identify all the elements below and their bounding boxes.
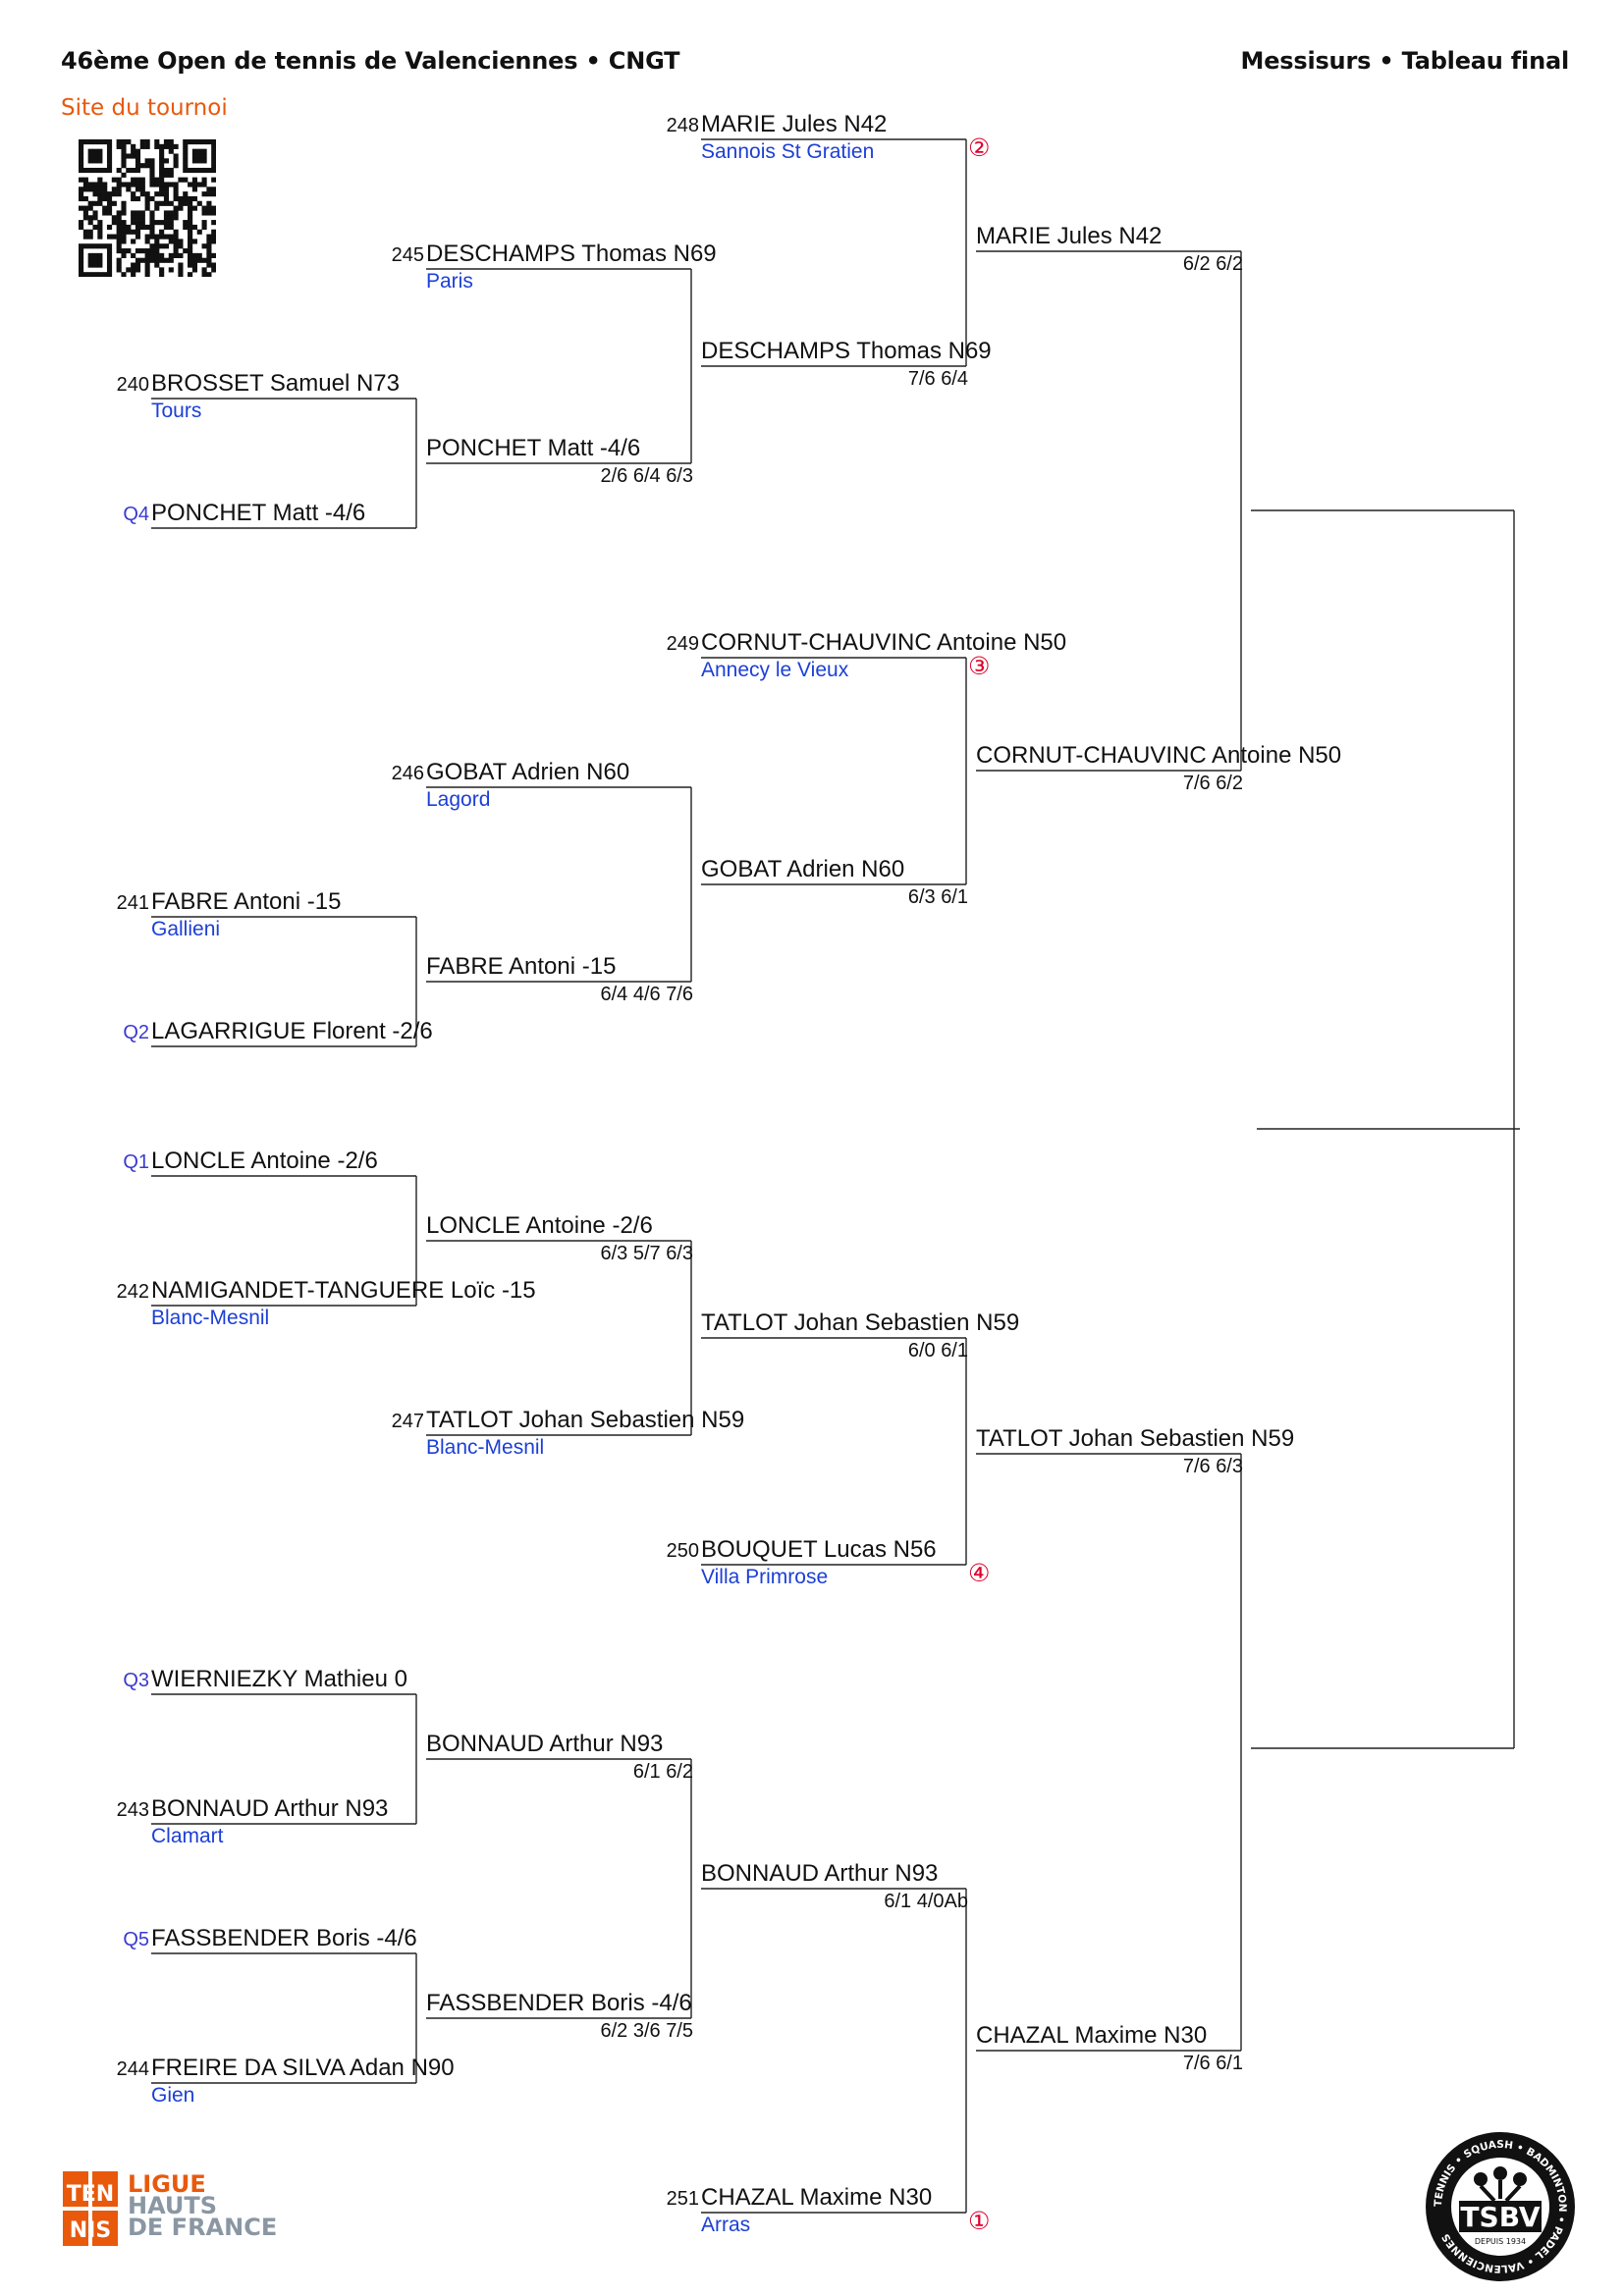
player-seed: 250 xyxy=(666,1540,699,1562)
player-club: Villa Primrose xyxy=(701,1566,829,1588)
player-seed: 240 xyxy=(116,374,149,396)
tsbv-name: TSBV xyxy=(1460,2201,1540,2233)
player-name[interactable]: LAGARRIGUE Florent -2/6 xyxy=(151,1018,433,1044)
tsbv-club-logo: TENNIS • SQUASH • BADMINTON • PADEL • VA… xyxy=(1426,2132,1575,2281)
player-name[interactable]: WIERNIEZKY Mathieu 0 xyxy=(151,1666,407,1692)
tournament-site-link[interactable]: Site du tournoi xyxy=(61,95,228,121)
match-score: 6/3 5/7 6/3 xyxy=(600,1243,693,1264)
qr-code-icon[interactable] xyxy=(79,139,216,277)
shuttle-icon xyxy=(1474,2166,1527,2203)
match-score: 6/4 4/6 7/6 xyxy=(600,984,693,1005)
ligue-name: LIGUE HAUTS DE FRANCE xyxy=(128,2170,278,2241)
ligue-line-2: HAUTS xyxy=(128,2192,218,2219)
player-seed: Q3 xyxy=(123,1670,149,1691)
ligue-line-3: DE FRANCE xyxy=(128,2214,278,2241)
player-club: Gallieni xyxy=(151,918,221,940)
player-club: Annecy le Vieux xyxy=(701,659,849,681)
player-seed: 245 xyxy=(391,244,424,266)
player-club: Paris xyxy=(426,270,473,293)
match-score: 6/2 6/2 xyxy=(1182,253,1243,275)
match-winner[interactable]: LONCLE Antoine -2/6 xyxy=(426,1212,653,1239)
match-score: 7/6 6/2 xyxy=(1182,773,1243,794)
match-score: 6/1 6/2 xyxy=(632,1761,693,1783)
player-name[interactable]: PONCHET Matt -4/6 xyxy=(151,500,366,526)
player-name[interactable]: FASSBENDER Boris -4/6 xyxy=(151,1925,417,1951)
player-name[interactable]: LONCLE Antoine -2/6 xyxy=(151,1148,378,1174)
player-name[interactable]: NAMIGANDET-TANGUERE Loïc -15 xyxy=(151,1277,536,1304)
ligue-line-1: LIGUE xyxy=(128,2170,206,2198)
match-score: 2/6 6/4 6/3 xyxy=(600,465,693,487)
match-winner[interactable]: CHAZAL Maxime N30 xyxy=(976,2022,1208,2049)
match-winner[interactable]: BONNAUD Arthur N93 xyxy=(426,1731,664,1757)
head-seed-mark: ④ xyxy=(968,1559,991,1587)
match-score: 6/3 6/1 xyxy=(907,886,968,908)
match-score: 7/6 6/1 xyxy=(1182,2053,1243,2074)
player-club: Blanc-Mesnil xyxy=(151,1307,270,1329)
match-score: 7/6 6/4 xyxy=(907,368,968,390)
player-club: Tours xyxy=(151,400,202,422)
player-seed: Q1 xyxy=(123,1151,149,1173)
ligue-logo-bottom: NIS xyxy=(70,2218,111,2243)
player-seed: 248 xyxy=(666,115,699,136)
match-winner[interactable]: FASSBENDER Boris -4/6 xyxy=(426,1990,692,2016)
player-seed: 243 xyxy=(116,1799,149,1821)
player-name[interactable]: BROSSET Samuel N73 xyxy=(151,370,400,397)
player-name[interactable]: BOUQUET Lucas N56 xyxy=(701,1536,937,1563)
head-seed-mark: ② xyxy=(968,133,991,162)
player-seed: 247 xyxy=(391,1411,424,1432)
player-seed: 246 xyxy=(391,763,424,784)
match-winner[interactable]: GOBAT Adrien N60 xyxy=(701,856,905,882)
player-seed: Q4 xyxy=(123,504,149,525)
player-club: Clamart xyxy=(151,1825,224,1847)
player-name[interactable]: DESCHAMPS Thomas N69 xyxy=(426,240,717,267)
player-seed: 241 xyxy=(116,892,149,914)
match-winner[interactable]: CORNUT-CHAUVINC Antoine N50 xyxy=(976,742,1342,769)
match-score: 7/6 6/3 xyxy=(1182,1456,1243,1477)
player-club: Arras xyxy=(701,2214,751,2236)
match-winner[interactable]: PONCHET Matt -4/6 xyxy=(426,435,641,461)
tournament-title: 46ème Open de tennis de Valenciennes • C… xyxy=(61,47,680,75)
head-seed-mark: ③ xyxy=(968,652,991,680)
player-name[interactable]: CORNUT-CHAUVINC Antoine N50 xyxy=(701,629,1067,656)
player-club: Blanc-Mesnil xyxy=(426,1436,545,1459)
player-seed: Q5 xyxy=(123,1929,149,1950)
draw-title: Messisurs • Tableau final xyxy=(1240,47,1570,75)
player-name[interactable]: FABRE Antoni -15 xyxy=(151,888,342,915)
ligue-logo-top: TEN xyxy=(67,2182,114,2207)
player-name[interactable]: FREIRE DA SILVA Adan N90 xyxy=(151,2055,455,2081)
player-seed: 249 xyxy=(666,633,699,655)
match-winner[interactable]: TATLOT Johan Sebastien N59 xyxy=(701,1309,1020,1336)
tsbv-since: DEPUIS 1934 xyxy=(1475,2237,1526,2246)
ligue-tennis-logo: TEN NIS xyxy=(63,2171,118,2246)
player-name[interactable]: MARIE Jules N42 xyxy=(701,111,888,137)
match-score: 6/2 3/6 7/5 xyxy=(600,2020,693,2042)
match-winner[interactable]: TATLOT Johan Sebastien N59 xyxy=(976,1425,1295,1452)
match-winner[interactable]: DESCHAMPS Thomas N69 xyxy=(701,338,992,364)
player-club: Sannois St Gratien xyxy=(701,140,875,163)
player-name[interactable]: TATLOT Johan Sebastien N59 xyxy=(426,1407,745,1433)
player-seed: 251 xyxy=(666,2188,699,2210)
match-score: 6/0 6/1 xyxy=(907,1340,968,1362)
match-winner[interactable]: MARIE Jules N42 xyxy=(976,223,1163,249)
player-club: Lagord xyxy=(426,788,491,811)
player-seed: 244 xyxy=(116,2058,149,2080)
match-winner[interactable]: BONNAUD Arthur N93 xyxy=(701,1860,939,1887)
player-name[interactable]: CHAZAL Maxime N30 xyxy=(701,2184,933,2211)
match-winner[interactable]: FABRE Antoni -15 xyxy=(426,953,617,980)
player-seed: Q2 xyxy=(123,1022,149,1043)
head-seed-mark: ① xyxy=(968,2207,991,2235)
player-name[interactable]: BONNAUD Arthur N93 xyxy=(151,1795,389,1822)
player-club: Gien xyxy=(151,2084,195,2107)
player-name[interactable]: GOBAT Adrien N60 xyxy=(426,759,630,785)
match-score: 6/1 4/0Ab xyxy=(884,1891,968,1912)
player-seed: 242 xyxy=(116,1281,149,1303)
